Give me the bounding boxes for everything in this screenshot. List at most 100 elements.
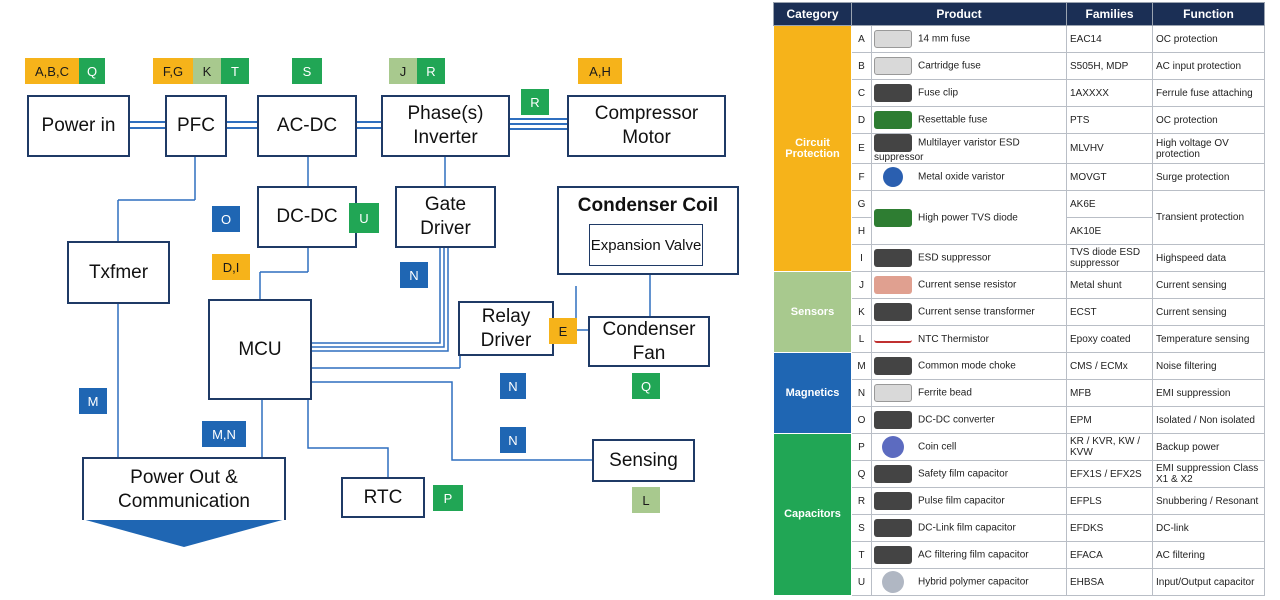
block-diagram: Power in PFC AC-DC Phase(s) Inverter Com…: [25, 58, 739, 547]
family-cell: EFDKS: [1066, 514, 1153, 543]
tag-fg: F,G: [153, 58, 193, 84]
row-letter: M: [851, 352, 872, 381]
ac-cap-icon: [874, 546, 912, 565]
product-name: 14 mm fuse: [918, 33, 971, 45]
header-function: Function: [1152, 2, 1265, 26]
product-name: Cartridge fuse: [918, 60, 981, 72]
txfmer-block: Txfmer: [67, 241, 170, 304]
product-cell: Hybrid polymer capacitor: [871, 568, 1067, 597]
product-cell: Current sense transformer: [871, 298, 1067, 327]
product-name: Hybrid polymer capacitor: [918, 576, 1029, 588]
row-letter: C: [851, 79, 872, 107]
tag-u: U: [349, 203, 379, 233]
family-cell: EHBSA: [1066, 568, 1153, 597]
function-cell: Snubbering / Resonant: [1152, 487, 1265, 516]
product-cell: Fuse clip: [871, 79, 1067, 107]
fuse-clip-icon: [874, 84, 912, 102]
row-letter: B: [851, 52, 872, 80]
rtc-block: RTC: [341, 477, 425, 518]
condenser-fan-block: Condenser Fan: [588, 316, 710, 367]
tag-n-sensing: N: [500, 427, 526, 453]
product-name: Resettable fuse: [918, 114, 988, 126]
product-cell: Current sense resistor: [871, 271, 1067, 300]
product-name: NTC Thermistor: [918, 333, 989, 345]
cartridge-fuse-icon: [874, 57, 912, 75]
esd-icon: [874, 249, 912, 268]
tag-m: M: [79, 388, 107, 414]
relay-driver-block: Relay Driver: [458, 301, 554, 356]
tag-r-top: R: [417, 58, 445, 84]
row-letter: K: [851, 298, 872, 327]
product-cell: Common mode choke: [871, 352, 1067, 381]
family-cell: S505H, MDP: [1066, 52, 1153, 80]
family-cell: EFACA: [1066, 541, 1153, 570]
product-name: ESD suppressor: [918, 252, 991, 264]
function-cell: OC protection: [1152, 106, 1265, 134]
varistor-icon: [874, 134, 912, 152]
row-letter: H: [851, 217, 872, 246]
family-cell: MLVHV: [1066, 132, 1153, 165]
family-cell: EPM: [1066, 406, 1153, 435]
function-cell: Input/Output capacitor: [1152, 568, 1265, 597]
function-cell: Isolated / Non isolated: [1152, 406, 1265, 435]
row-letter: R: [851, 487, 872, 516]
tag-e: E: [549, 318, 577, 344]
product-name: Safety film capacitor: [918, 468, 1009, 480]
tag-n-gate: N: [400, 262, 428, 288]
function-cell: EMI suppression: [1152, 379, 1265, 408]
product-name: Multilayer varistor ESD suppressor: [874, 137, 1020, 163]
row-letter: U: [851, 568, 872, 597]
tag-p: P: [433, 485, 463, 511]
sensing-block: Sensing: [592, 439, 695, 482]
tag-ah: A,H: [578, 58, 622, 84]
function-cell: Transient protection: [1152, 190, 1265, 246]
fuse-icon: [874, 30, 912, 48]
tag-s: S: [292, 58, 322, 84]
row-letter: Q: [851, 460, 872, 489]
product-cell: Coin cell: [871, 433, 1067, 462]
product-name: Current sense resistor: [918, 279, 1017, 291]
product-cell: Ferrite bead: [871, 379, 1067, 408]
product-cell: AC filtering film capacitor: [871, 541, 1067, 570]
dclink-cap-icon: [874, 519, 912, 538]
dc-dc-block: DC-DC: [257, 186, 357, 248]
product-cell: ESD suppressor: [871, 244, 1067, 273]
family-cell: Metal shunt: [1066, 271, 1153, 300]
compressor-motor-block: Compressor Motor: [567, 95, 726, 157]
tag-n-relay: N: [500, 373, 526, 399]
product-cell: Pulse film capacitor: [871, 487, 1067, 516]
function-cell: Current sensing: [1152, 298, 1265, 327]
product-name: AC filtering film capacitor: [918, 549, 1029, 561]
product-cell: DC-Link film capacitor: [871, 514, 1067, 543]
function-cell: High voltage OV protection: [1152, 132, 1265, 165]
header-families: Families: [1066, 2, 1153, 26]
product-cell: 14 mm fuse: [871, 25, 1067, 53]
row-letter: O: [851, 406, 872, 435]
tag-t: T: [221, 58, 249, 84]
family-cell: AK6E: [1066, 190, 1153, 219]
thermistor-icon: [874, 335, 912, 344]
tag-q-top: Q: [79, 58, 105, 84]
expansion-valve-block: Expansion Valve: [589, 224, 703, 266]
product-table: Category Product Families Function Circu…: [773, 2, 1265, 597]
family-cell: ECST: [1066, 298, 1153, 327]
connection-lines: [82, 118, 651, 547]
choke-icon: [874, 357, 912, 376]
row-letter: N: [851, 379, 872, 408]
tag-mn: M,N: [202, 421, 246, 447]
family-cell: PTS: [1066, 106, 1153, 134]
family-cell: AK10E: [1066, 217, 1153, 246]
header-category: Category: [773, 2, 852, 26]
mov-icon: [883, 167, 903, 188]
row-letter: F: [851, 163, 872, 192]
function-cell: Current sensing: [1152, 271, 1265, 300]
row-letter: S: [851, 514, 872, 543]
